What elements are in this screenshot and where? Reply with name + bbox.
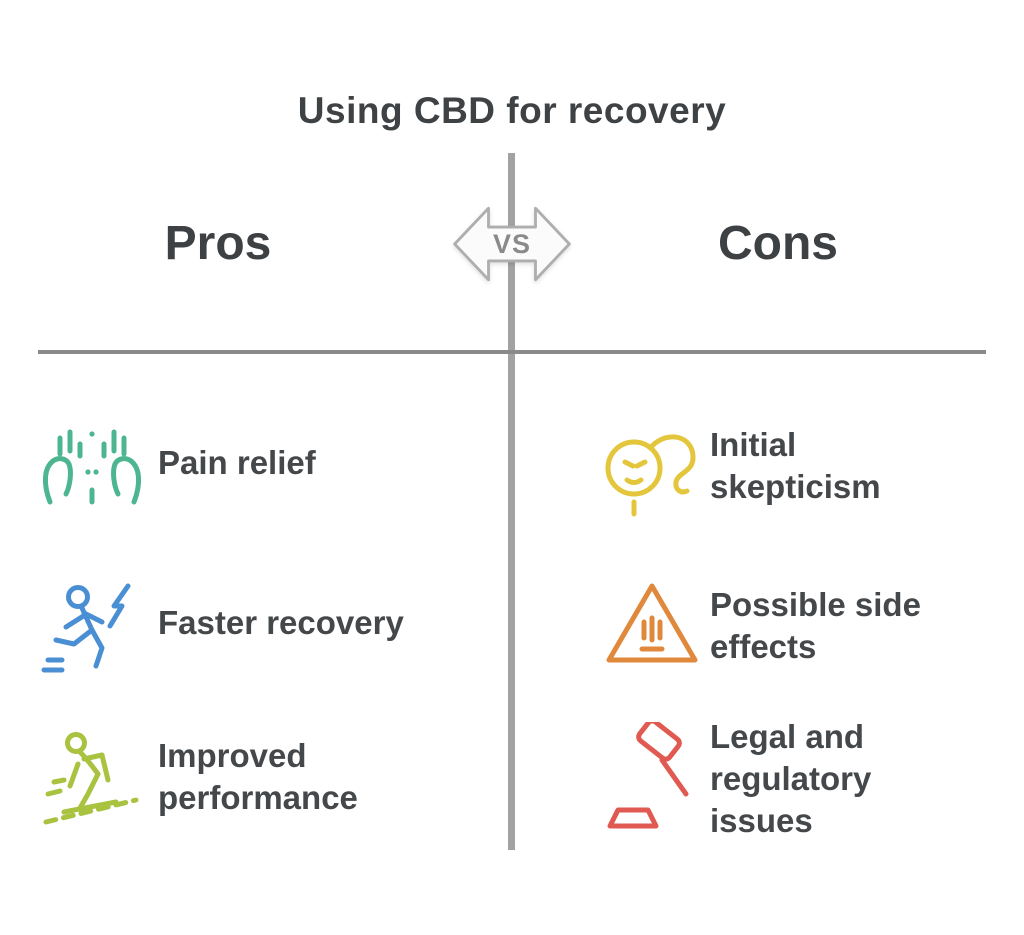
con-item-label: Initial skepticism <box>710 426 881 505</box>
cons-column-heading: Cons <box>718 217 838 270</box>
vs-double-arrow-badge: VS <box>450 197 574 291</box>
horizontal-divider <box>38 350 986 354</box>
running-person-icon <box>38 582 144 678</box>
warning-triangle-icon <box>602 578 702 670</box>
skier-performance-icon <box>40 728 144 830</box>
pro-item-label: Faster recovery <box>158 604 404 641</box>
double-arrow-icon <box>453 206 571 282</box>
con-item-label: Possible side effects <box>710 586 921 665</box>
pro-item-label: Pain relief <box>158 444 316 481</box>
pros-column-heading: Pros <box>164 217 272 270</box>
con-item-label: Legal and regulatory issues <box>710 718 872 839</box>
vertical-divider <box>508 153 515 850</box>
pro-item-label: Improved performance <box>158 737 358 816</box>
vs-label: VS <box>492 228 532 259</box>
page-title: Using CBD for recovery <box>297 90 727 131</box>
gavel-icon <box>602 722 702 832</box>
celebration-hands-icon <box>36 420 148 510</box>
confused-head-icon <box>598 418 706 530</box>
